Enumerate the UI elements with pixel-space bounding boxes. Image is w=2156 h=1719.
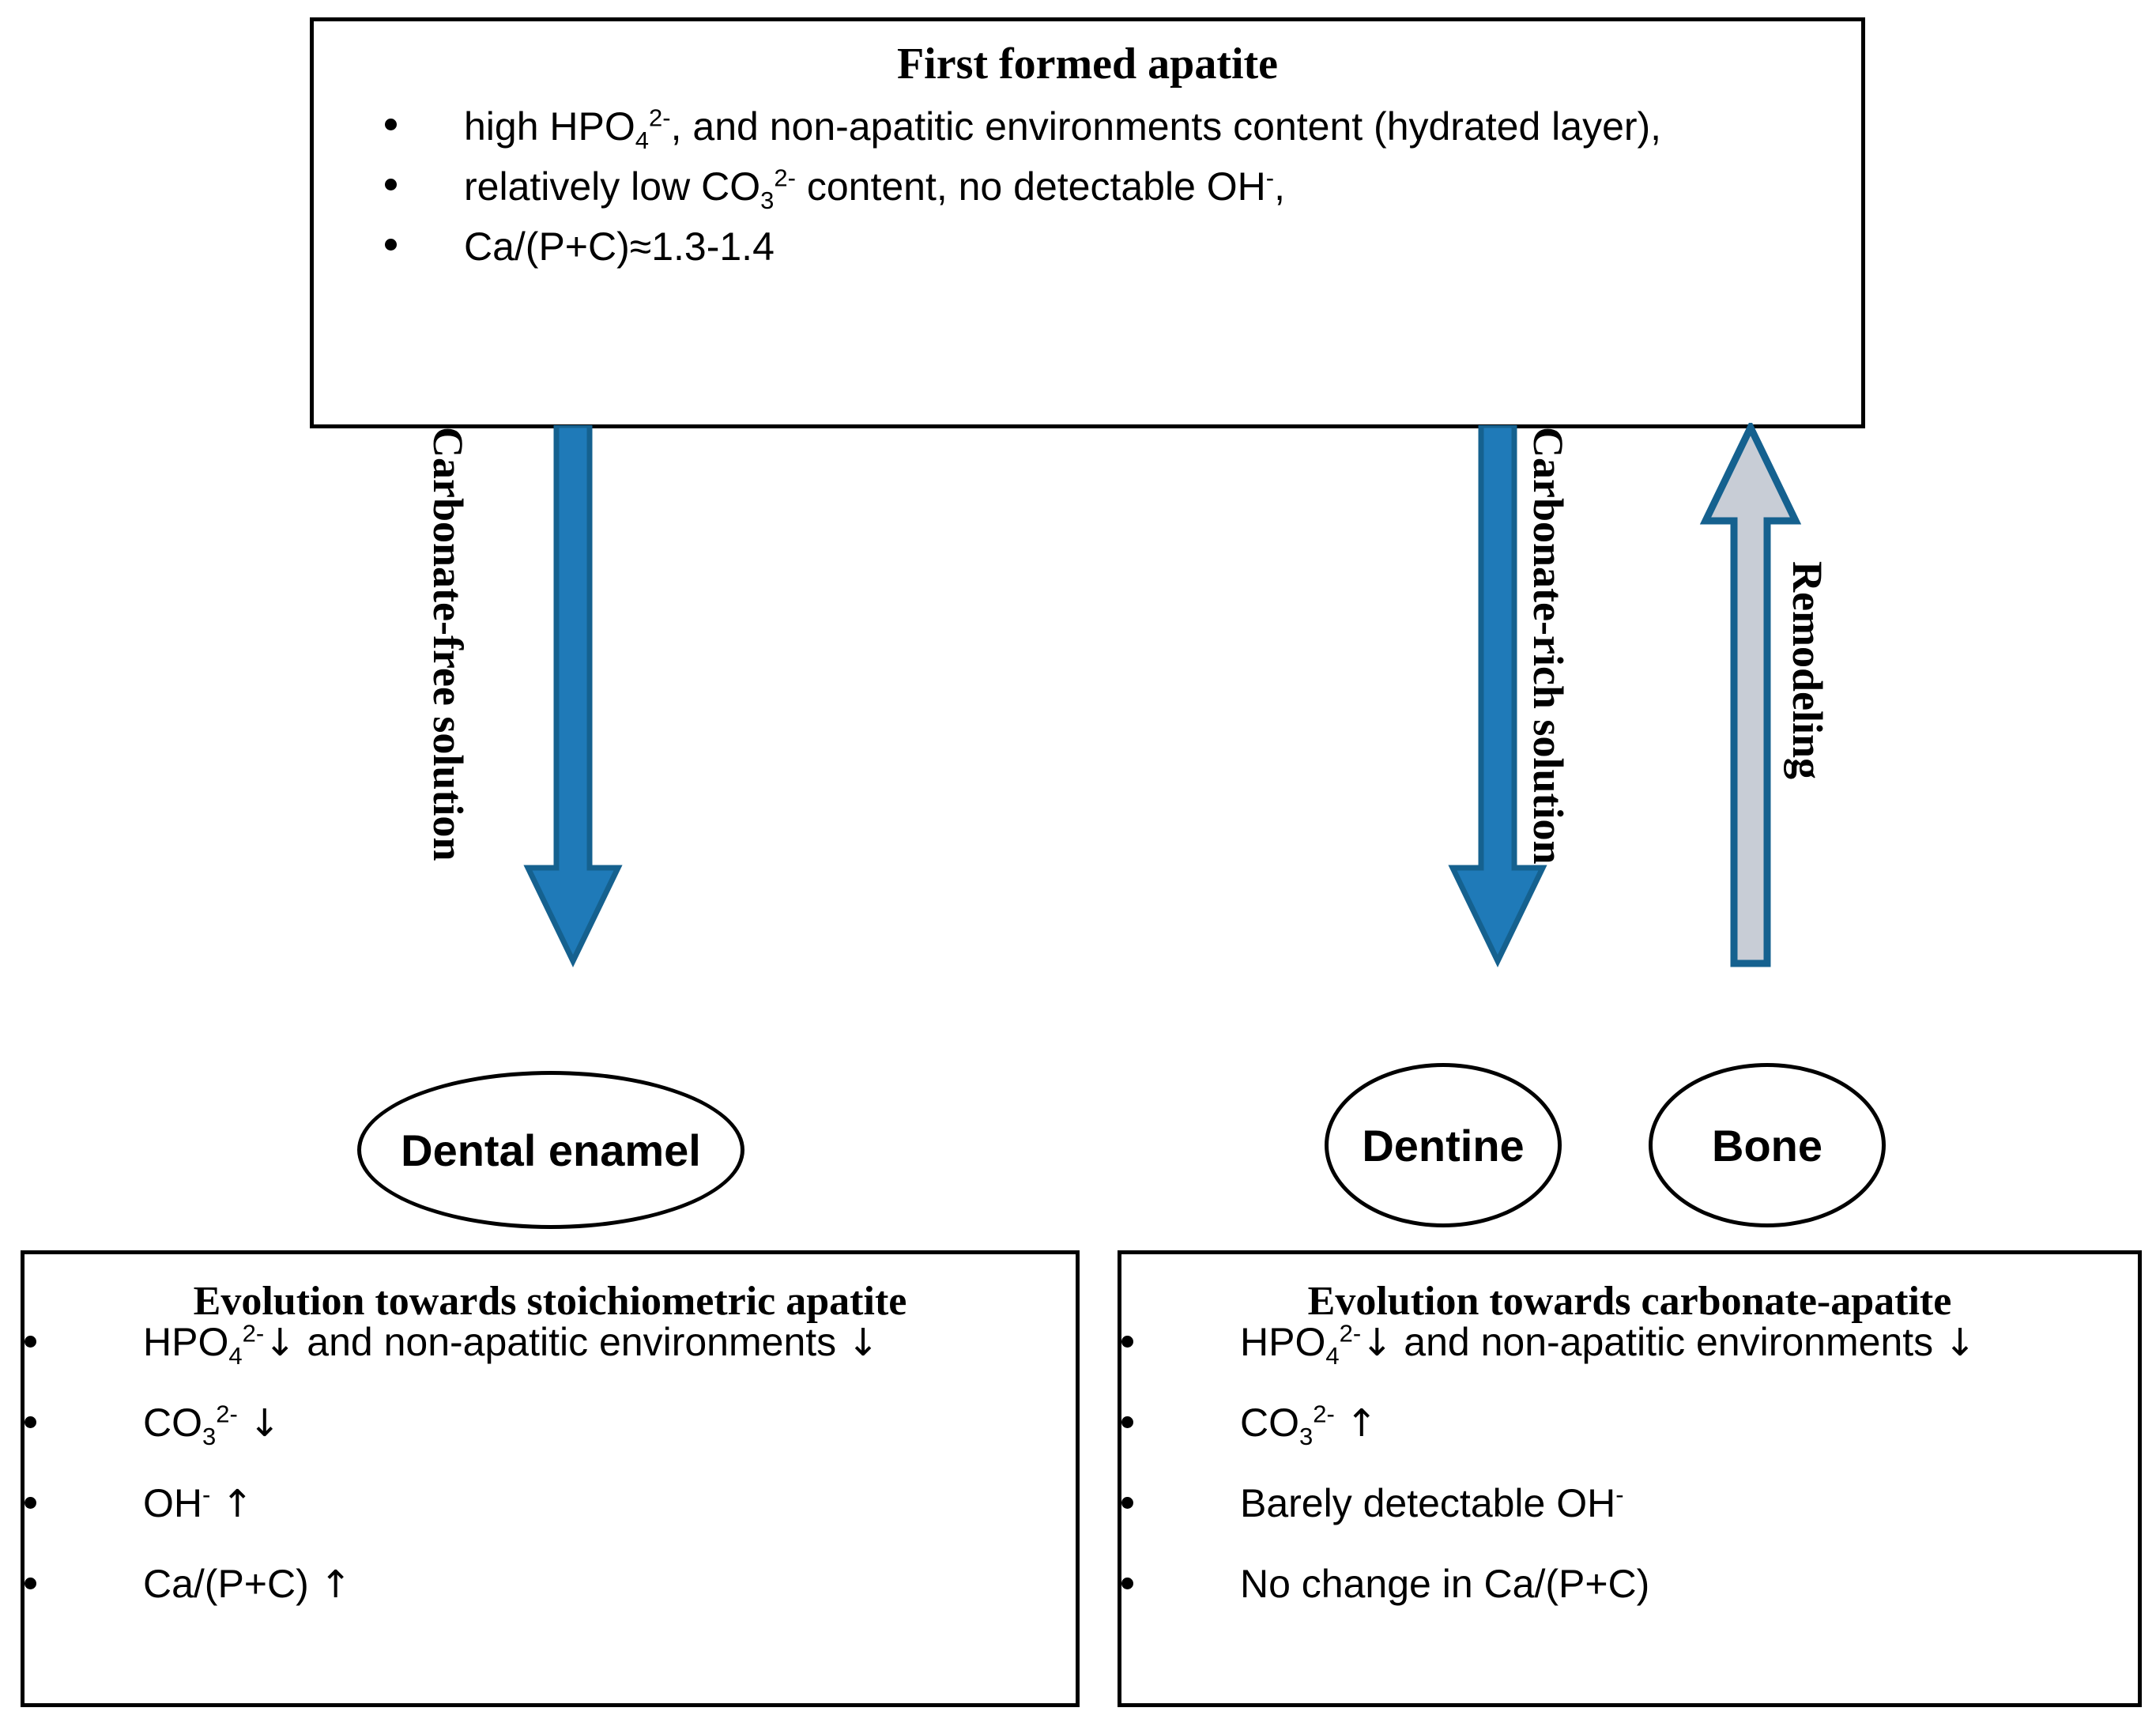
bullet-dot-icon [385,239,397,251]
bullet-dot-icon [24,1416,36,1428]
list-item: No change in Ca/(P+C) [1121,1564,2138,1604]
list-item: CO32- ↑ [1121,1400,2138,1450]
bullet-dot-icon [385,119,397,130]
tissue-label: Dental enamel [401,1125,701,1175]
bullet-text: high HPO42-, and non-apatitic environmen… [464,104,1662,154]
bottom-right-bullet-list: HPO42-↓ and non-apatitic environments ↓ … [1121,1319,2138,1604]
bullet-text: HPO42-↓ and non-apatitic environments ↓ [1240,1319,1977,1370]
pathway-label-carbonate-rich: Carbonate-rich solution [1525,427,1572,865]
bullet-dot-icon [24,1578,36,1589]
tissue-label: Bone [1712,1120,1822,1171]
tissue-node-dentine: Dentine [1325,1063,1562,1227]
tissue-node-dental-enamel: Dental enamel [357,1071,744,1229]
pathway-label-carbonate-free: Carbonate-free solution [424,427,472,861]
pathway-label-remodeling: Remodeling [1784,561,1831,779]
bullet-dot-icon [24,1336,36,1348]
list-item: Barely detectable OH- [1121,1480,2138,1525]
bullet-text: OH- ↑ [143,1480,254,1526]
bottom-left-bullet-list: HPO42-↓ and non-apatitic environments ↓ … [24,1319,1076,1604]
bullet-dot-icon [1121,1416,1133,1428]
remodeling-arrow-icon [1699,423,1802,967]
first-formed-apatite-box: First formed apatite high HPO42-, and no… [310,17,1865,428]
top-box-title: First formed apatite [896,40,1279,89]
bullet-text: Ca/(P+C)≈1.3-1.4 [464,224,775,269]
bottom-left-box-title: Evolution towards stoichiometric apatite [193,1279,907,1324]
bullet-text: HPO42-↓ and non-apatitic environments ↓ [143,1319,880,1370]
list-item: relatively low CO32- content, no detecta… [336,157,1861,216]
list-item: HPO42-↓ and non-apatitic environments ↓ [24,1319,1076,1370]
list-item: CO32- ↓ [24,1400,1076,1450]
bullet-dot-icon [385,179,397,190]
list-item: high HPO42-, and non-apatitic environmen… [336,97,1861,156]
stoichiometric-apatite-box: Evolution towards stoichiometric apatite… [21,1250,1080,1707]
tissue-label: Dentine [1362,1120,1525,1171]
bullet-dot-icon [1121,1578,1133,1589]
bullet-dot-icon [1121,1336,1133,1348]
bullet-text: Ca/(P+C) ↑ [143,1562,352,1607]
list-item: Ca/(P+C)≈1.3-1.4 [336,217,1861,276]
bullet-text: No change in Ca/(P+C) [1240,1562,1650,1606]
bottom-right-box-title: Evolution towards carbonate-apatite [1307,1279,1952,1324]
bullet-text: CO32- ↓ [143,1400,281,1450]
list-item: HPO42-↓ and non-apatitic environments ↓ [1121,1319,2138,1370]
top-box-bullet-list: high HPO42-, and non-apatitic environmen… [336,97,1861,276]
carbonate-free-arrow-icon [523,425,623,968]
carbonate-rich-arrow-icon [1448,425,1547,968]
tissue-node-bone: Bone [1649,1063,1886,1227]
list-item: Ca/(P+C) ↑ [24,1564,1076,1604]
list-item: OH- ↑ [24,1480,1076,1526]
bullet-dot-icon [1121,1497,1133,1509]
bullet-text: Barely detectable OH- [1240,1480,1624,1525]
bullet-text: relatively low CO32- content, no detecta… [464,164,1285,214]
carbonate-apatite-box: Evolution towards carbonate-apatite HPO4… [1118,1250,2142,1707]
bullet-dot-icon [24,1497,36,1509]
bullet-text: CO32- ↑ [1240,1400,1378,1450]
